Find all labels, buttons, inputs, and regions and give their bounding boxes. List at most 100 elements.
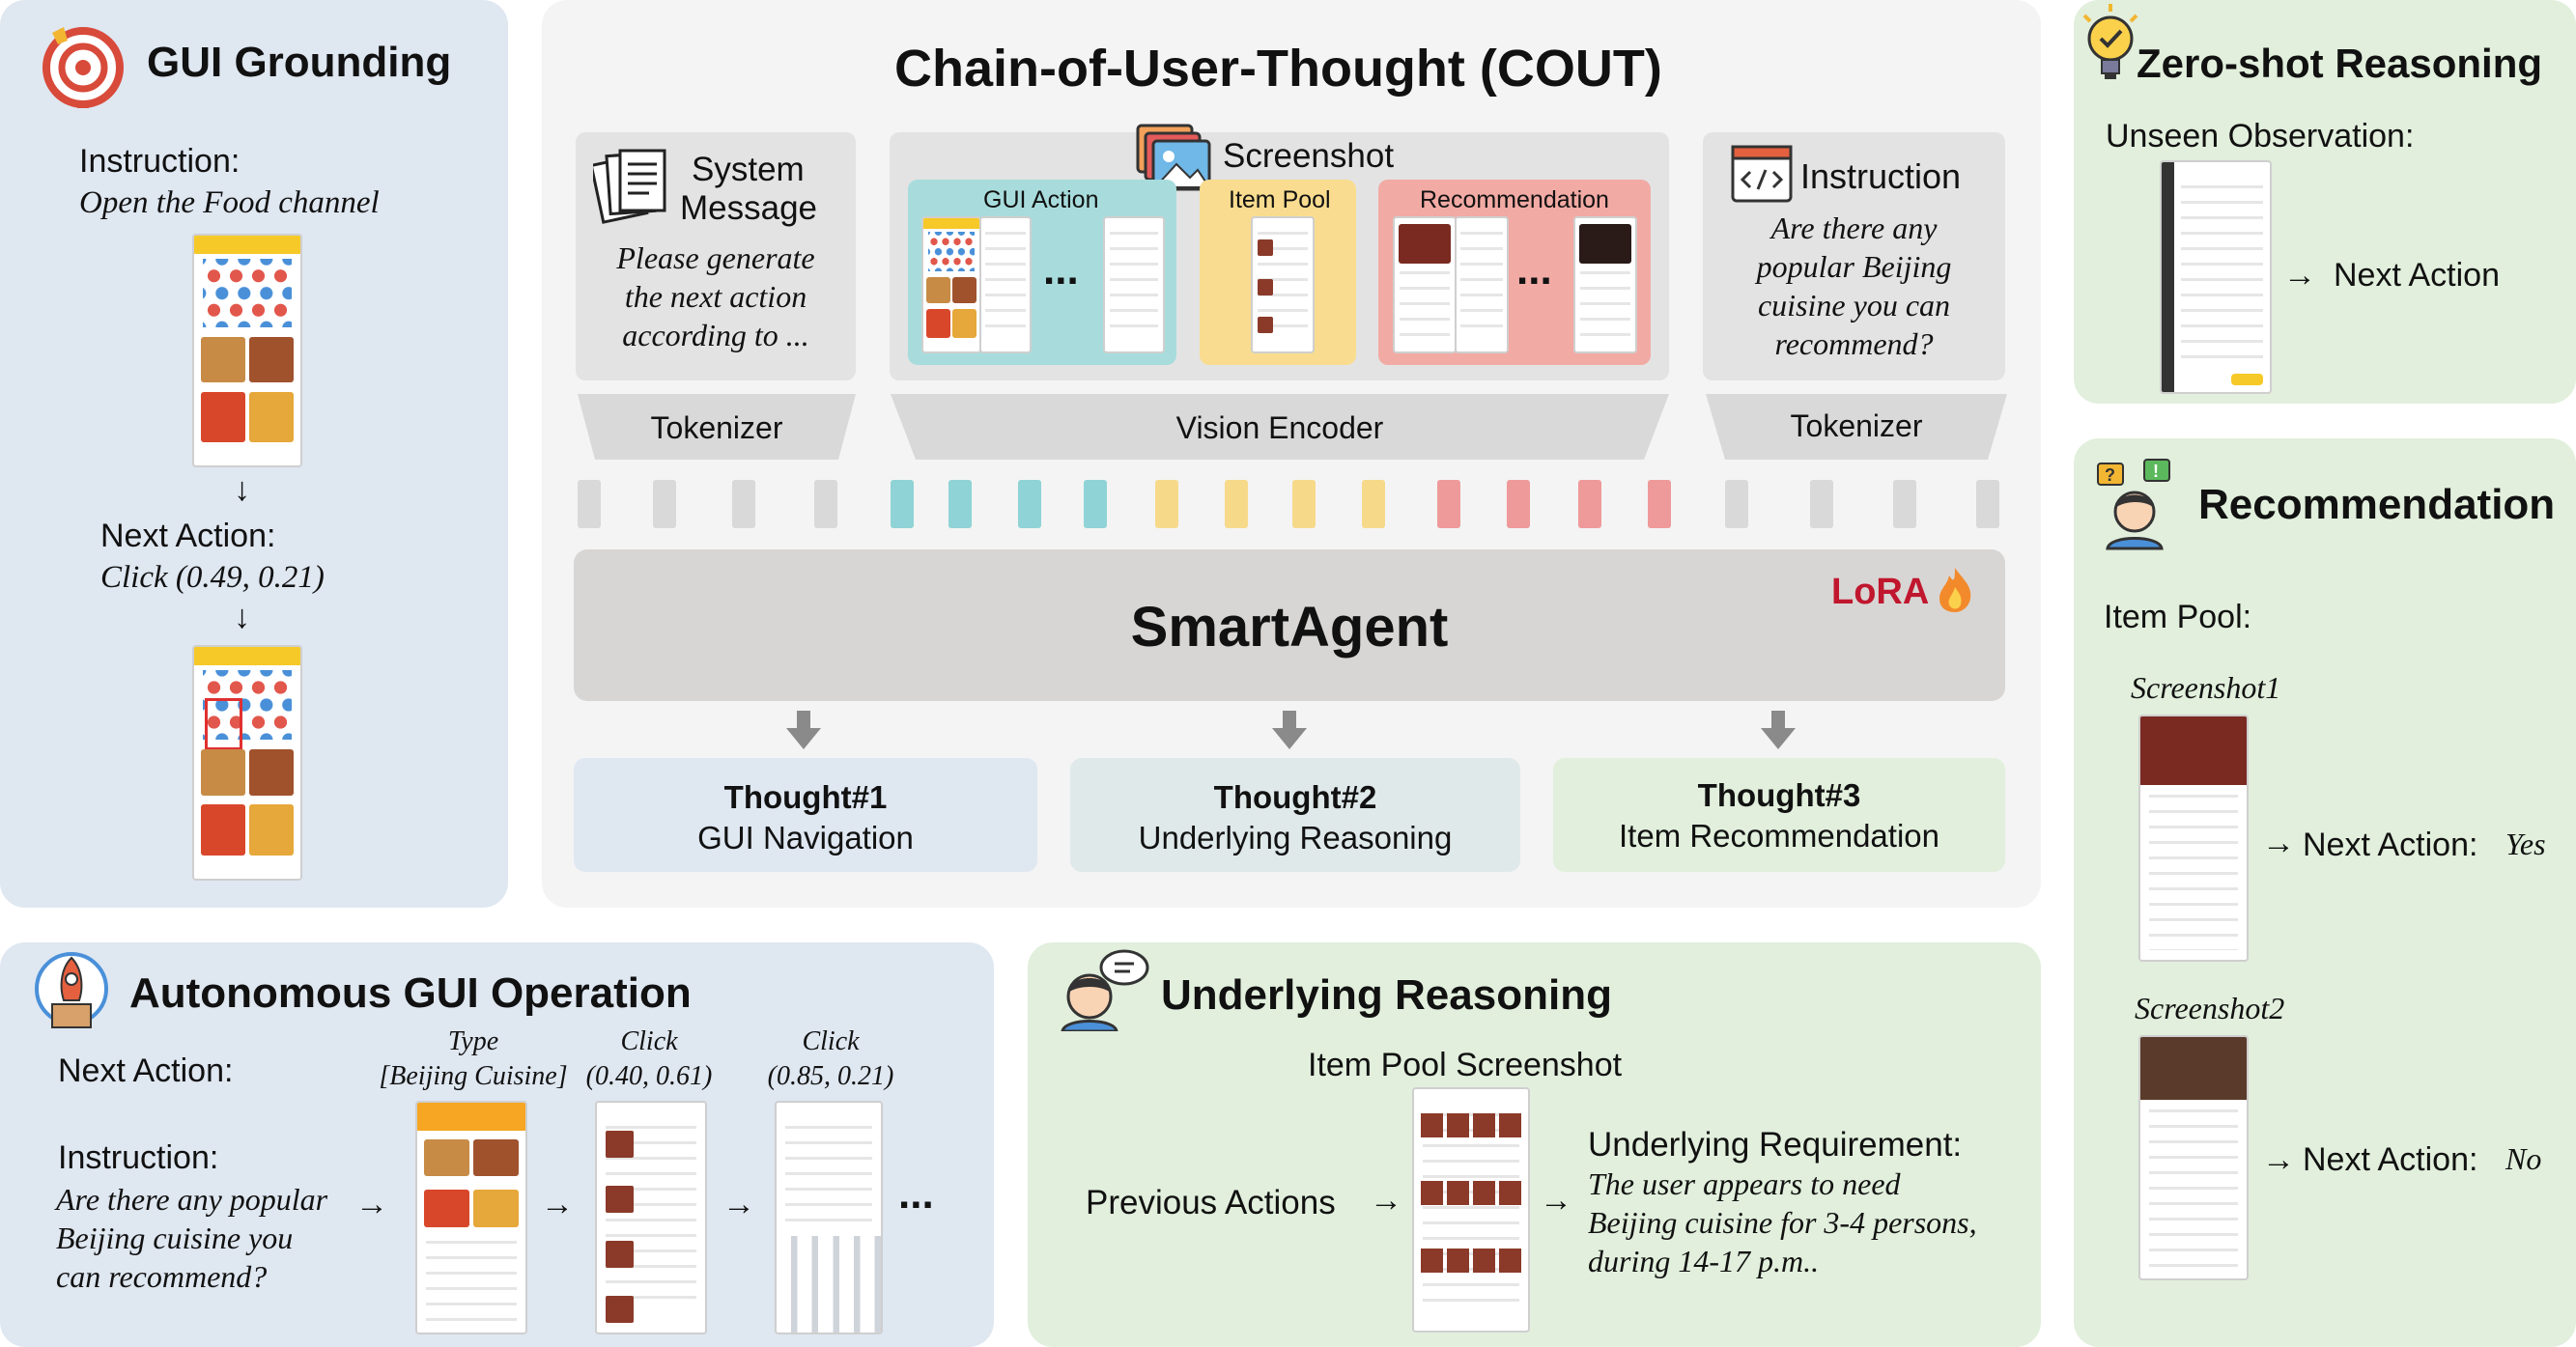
zero-shot-observation-label: Unseen Observation: xyxy=(2106,118,2415,154)
recommendation-dots: ... xyxy=(1516,246,1552,294)
arrow-down-icon xyxy=(1761,711,1796,749)
item-pool-screenshot-image xyxy=(1412,1087,1530,1333)
autonomous-instruction-line-3: can recommend? xyxy=(56,1259,268,1294)
arrow-right-icon: → xyxy=(355,1186,388,1222)
smartagent-box xyxy=(574,549,2005,701)
token xyxy=(1725,480,1748,528)
token xyxy=(891,480,914,528)
code-window-icon xyxy=(1731,145,1793,203)
zero-shot-panel xyxy=(2074,0,2576,404)
thought-2-subtitle: Underlying Reasoning xyxy=(1138,820,1453,856)
gui-action-label: GUI Action xyxy=(983,186,1099,213)
screenshot1-action-value: Yes xyxy=(2505,827,2546,861)
cout-title: Chain-of-User-Thought (COUT) xyxy=(894,40,1662,98)
token xyxy=(1507,480,1530,528)
tokenizer-right-label: Tokenizer xyxy=(1790,408,1923,443)
arrow-right-icon: → xyxy=(722,1186,755,1222)
arrow-right-icon: → xyxy=(1540,1182,1572,1219)
gui-action-screenshot-2 xyxy=(979,216,1032,353)
gui-action-screenshot-3 xyxy=(1103,216,1165,353)
step-2-param: (0.40, 0.61) xyxy=(585,1061,713,1091)
recommendation-title: Recommendation xyxy=(2198,481,2556,528)
recommendation-screenshot-3 xyxy=(1573,216,1637,353)
token xyxy=(814,480,837,528)
arrow-right-icon: → xyxy=(1370,1182,1402,1219)
thought-2-title: Thought#2 xyxy=(1213,779,1377,815)
thought-3: Thought#3 Item Recommendation xyxy=(1553,758,2005,872)
token xyxy=(578,480,601,528)
underlying-title: Underlying Reasoning xyxy=(1161,971,1612,1019)
tokenizer-left-label: Tokenizer xyxy=(650,410,783,445)
token xyxy=(1084,480,1107,528)
underlying-panel xyxy=(1028,942,2041,1347)
previous-actions-label: Previous Actions xyxy=(1086,1184,1336,1221)
recommendation-screenshot-1 xyxy=(1393,216,1457,353)
token xyxy=(1648,480,1671,528)
grounding-next-action-text: Click (0.49, 0.21) xyxy=(100,560,325,595)
thought-1-title: Thought#1 xyxy=(723,779,888,815)
grounding-instruction-label: Instruction: xyxy=(79,143,241,180)
step-1-screenshot xyxy=(415,1101,527,1334)
svg-text:!: ! xyxy=(2153,462,2159,481)
step-2-screenshot xyxy=(595,1101,707,1334)
instruction-line-4: recommend? xyxy=(1774,326,1934,361)
thought-3-title: Thought#3 xyxy=(1697,777,1861,813)
grounding-screenshot-before xyxy=(192,234,302,467)
grounding-screenshot-after xyxy=(192,645,302,881)
recommendation-screenshot1 xyxy=(2138,715,2249,962)
svg-text:?: ? xyxy=(2105,465,2115,485)
tokenizer-right-shape xyxy=(1706,394,2007,460)
underlying-requirement-line-3: during 14-17 p.m.. xyxy=(1588,1244,1820,1278)
token xyxy=(1893,480,1916,528)
documents-icon xyxy=(593,149,666,224)
zero-shot-next-action: Next Action xyxy=(2334,257,2500,294)
item-pool-screenshot-label: Item Pool Screenshot xyxy=(1308,1047,1623,1083)
lora-label: LoRA xyxy=(1831,572,1930,612)
system-message-line-2: the next action xyxy=(624,279,807,314)
autonomous-instruction-line-2: Beijing cuisine you xyxy=(56,1221,294,1255)
autonomous-next-action-label: Next Action: xyxy=(58,1052,234,1089)
zero-shot-title: Zero-shot Reasoning xyxy=(2137,41,2543,86)
arrow-down-icon: ↓ xyxy=(234,471,250,508)
screenshot-title: Screenshot xyxy=(1223,137,1395,175)
step-1-param: [Beijing Cuisine] xyxy=(379,1061,568,1091)
token xyxy=(1810,480,1833,528)
system-message-title-1: System xyxy=(692,151,805,188)
token xyxy=(732,480,755,528)
target-icon xyxy=(42,27,124,108)
system-message-title-2: Message xyxy=(680,189,818,227)
underlying-requirement-line-2: Beijing cuisine for 3-4 persons, xyxy=(1588,1205,1977,1240)
item-pool-label: Item Pool xyxy=(1229,186,1331,213)
autonomous-dots: ... xyxy=(898,1170,934,1218)
token xyxy=(948,480,972,528)
step-2-action: Click xyxy=(620,1026,678,1056)
step-3-screenshot xyxy=(775,1101,883,1334)
step-3-action: Click xyxy=(802,1026,860,1056)
autonomous-instruction-label: Instruction: xyxy=(58,1139,219,1176)
thought-3-subtitle: Item Recommendation xyxy=(1619,818,1939,854)
token xyxy=(1437,480,1460,528)
token xyxy=(1225,480,1248,528)
token xyxy=(1292,480,1316,528)
arrow-right-icon: → xyxy=(2262,825,2295,861)
system-message-line-3: according to ... xyxy=(622,318,809,352)
arrow-right-icon: → xyxy=(541,1186,574,1222)
instruction-line-1: Are there any xyxy=(1770,210,1938,245)
grounding-instruction-text: Open the Food channel xyxy=(79,185,380,220)
thinking-person-icon xyxy=(1061,949,1149,1031)
screenshot1-label: Screenshot1 xyxy=(2131,670,2281,705)
lightbulb-icon xyxy=(2082,4,2138,79)
smartagent-label: SmartAgent xyxy=(1130,596,1449,659)
arrow-right-icon: → xyxy=(2262,1141,2295,1178)
token xyxy=(1155,480,1178,528)
vision-encoder-shape xyxy=(891,394,1669,460)
underlying-requirement-label: Underlying Requirement: xyxy=(1588,1126,1963,1164)
token xyxy=(1362,480,1385,528)
grounding-next-action-label: Next Action: xyxy=(100,518,276,554)
screenshot2-action-label: Next Action: xyxy=(2303,1141,2478,1178)
tokenizer-left-shape xyxy=(578,394,856,460)
item-pool-screenshot xyxy=(1251,216,1315,353)
system-message-line-1: Please generate xyxy=(616,240,815,275)
grounding-title: GUI Grounding xyxy=(147,39,452,86)
instruction-line-2: popular Beijing xyxy=(1756,249,1952,284)
